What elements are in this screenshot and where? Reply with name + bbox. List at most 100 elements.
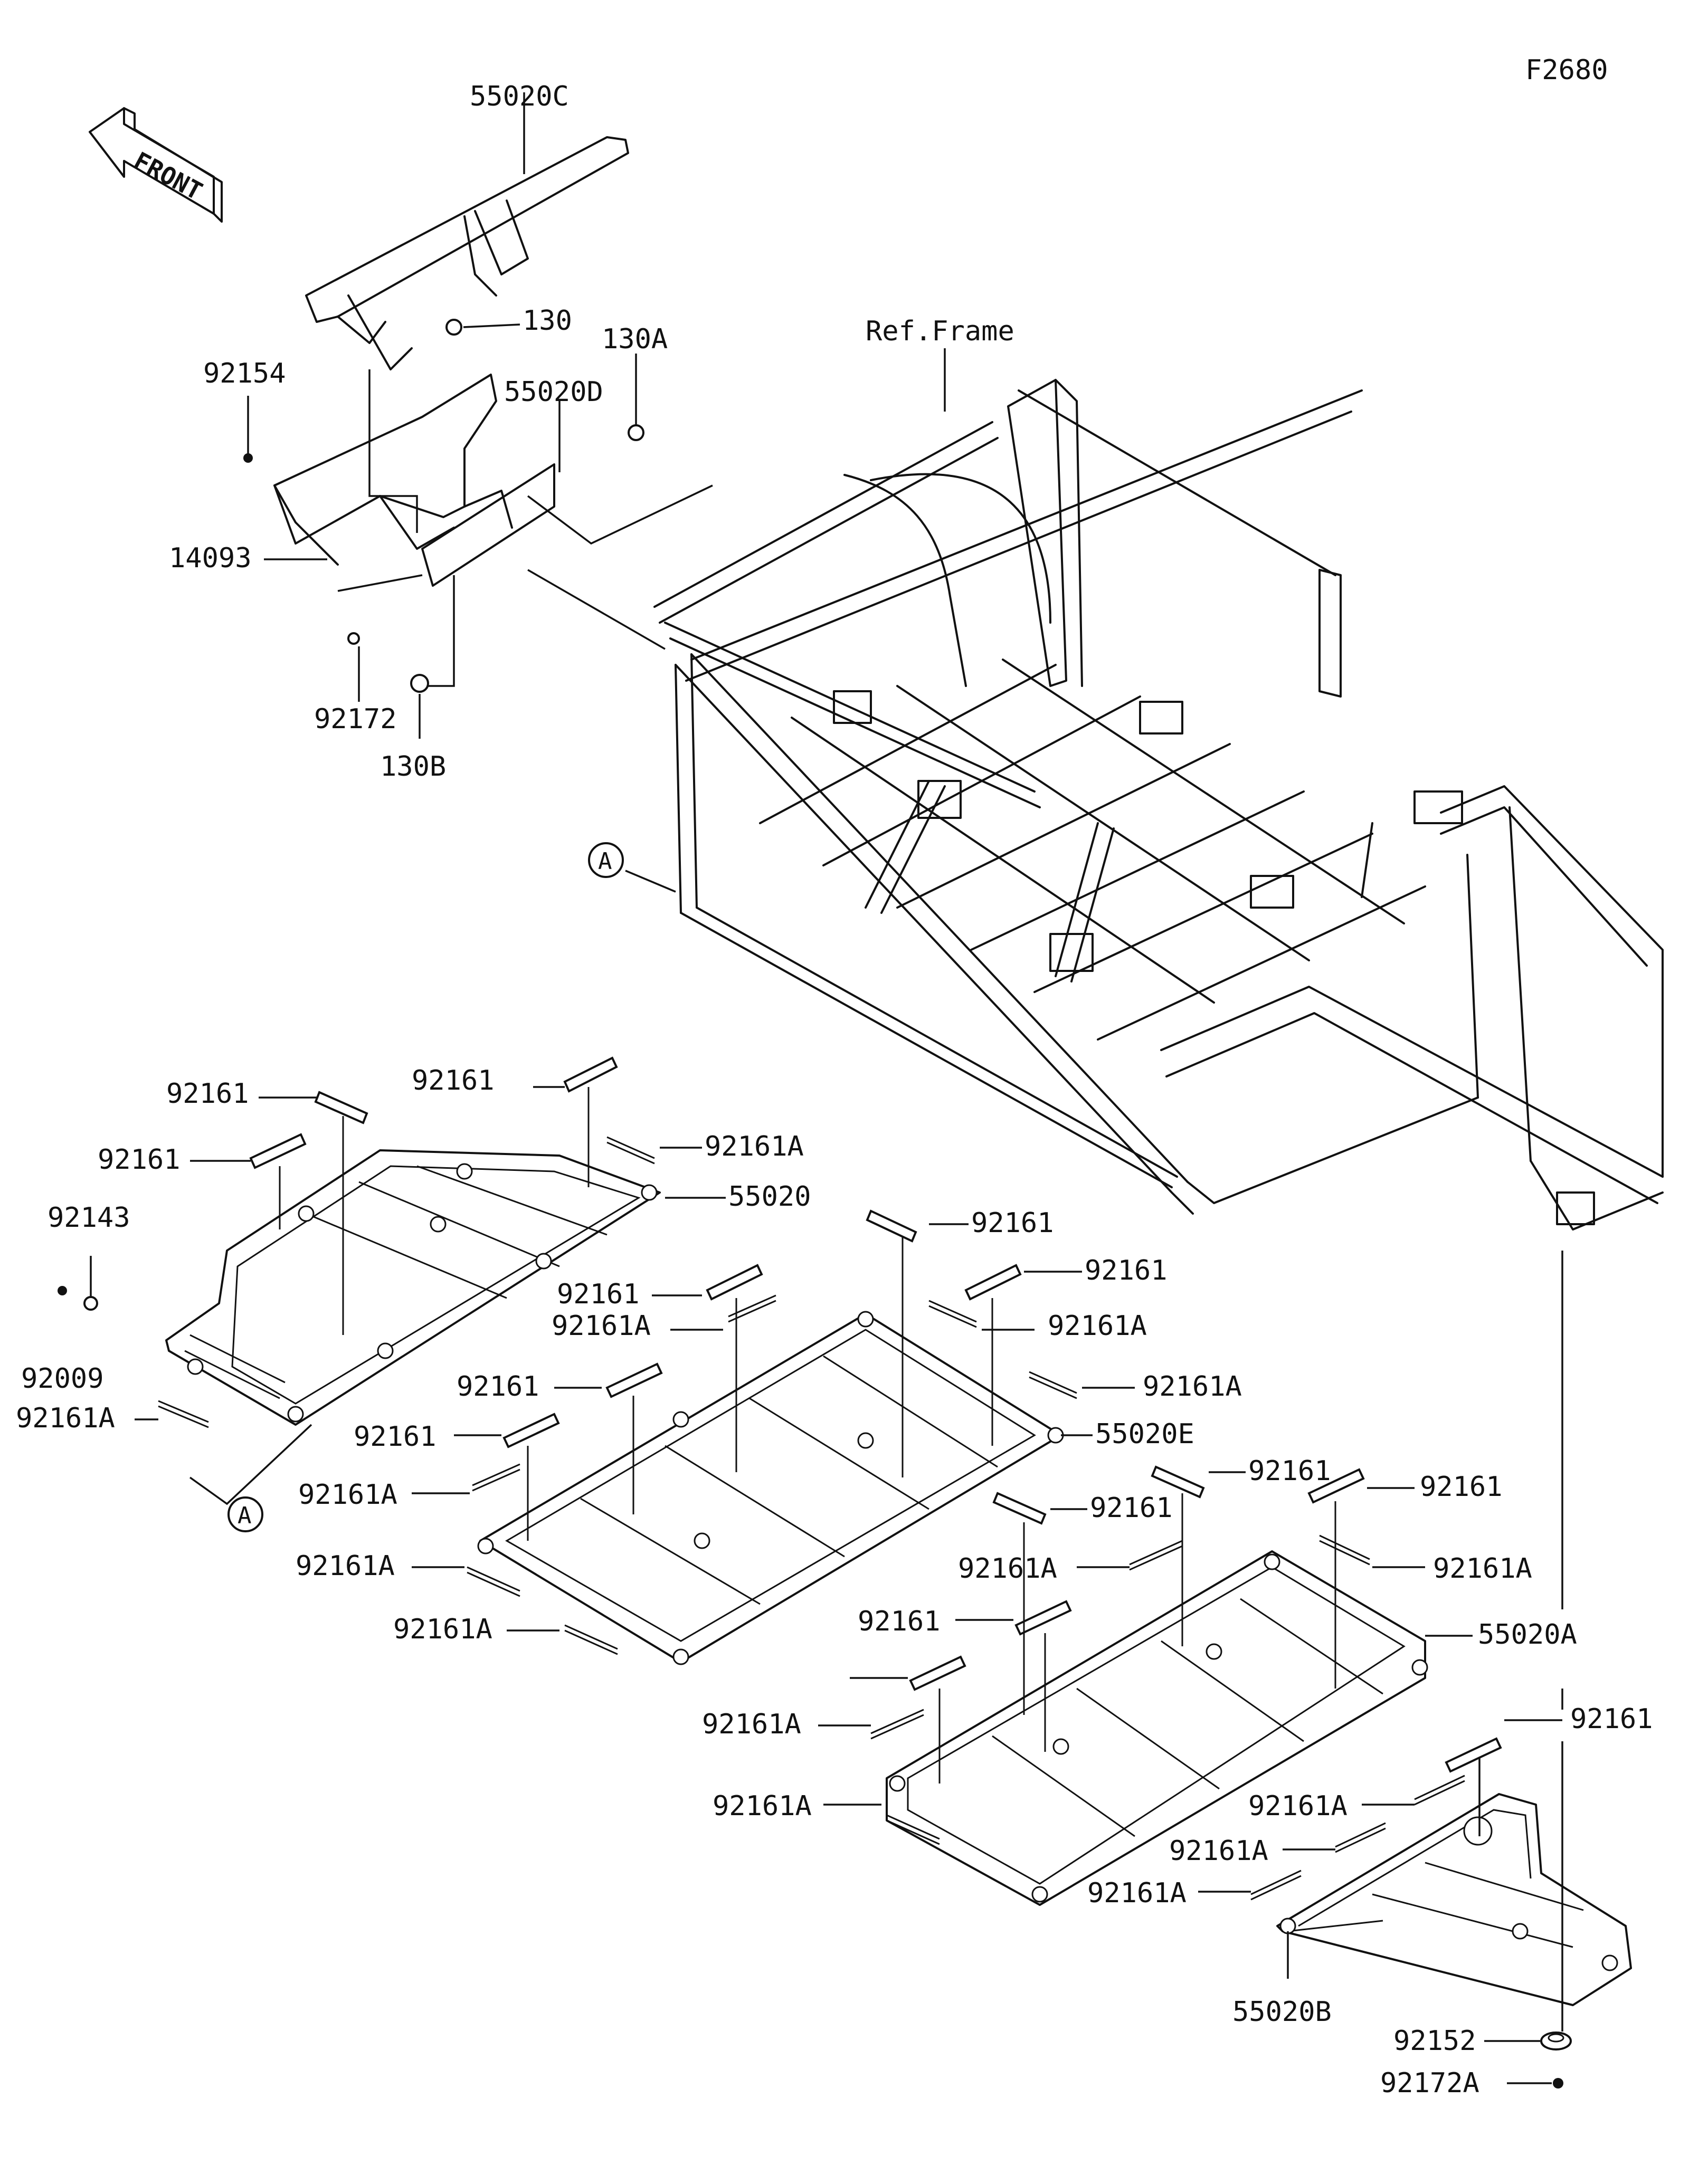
pad-92161 [992,1492,1047,1525]
label-92161a: 92161A [713,1790,812,1822]
label-92161: 92161 [354,1421,437,1453]
pad-92161a [928,1305,977,1328]
clip-92143-icon [83,1296,98,1311]
lower-leaders [90,1086,1563,2084]
label-92161: 92161 [557,1279,640,1310]
pad-92161a [1250,1870,1302,1895]
label-55020a: 55020A [1478,1619,1577,1651]
skid-plate-55020-drawing [165,1149,661,1426]
pad-92161a [158,1400,209,1423]
pad-92161a [886,1814,940,1840]
part-labels: 55020C 130 92154 130A 55020D 14093 92172… [16,81,1653,2099]
callout-a-frame: A [588,842,676,893]
label-92161: 92161 [412,1065,495,1096]
pad-92161a [564,1629,618,1655]
label-92161a: 92161A [1143,1371,1242,1403]
label-92161: 92161 [1570,1703,1653,1735]
label-92161: 92161 [457,1371,539,1403]
callout-a-skid: A [189,1424,312,1532]
label-55020: 55020 [728,1181,811,1213]
rivet-92172-icon [347,632,360,645]
label-92161a: 92161A [958,1553,1057,1585]
pad-92161a [1319,1534,1370,1560]
callout-a-skid-label: A [238,1502,252,1529]
pad-92161a [928,1300,977,1323]
pad-92161 [314,1091,368,1124]
label-92161a: 92161A [1087,1877,1187,1909]
pad-92161 [1307,1468,1365,1504]
screw-92154-icon [243,453,253,463]
pad-92161a [564,1624,618,1650]
pad-92161 [1445,1737,1502,1773]
label-92161: 92161 [1420,1471,1503,1503]
pad-92161 [563,1056,618,1093]
pad-92161a [1250,1875,1302,1901]
pad-92161a [472,1463,520,1486]
front-arrow-label: FRONT [129,146,207,206]
label-92161: 92161 [98,1144,181,1176]
pad-92161a [1029,1376,1077,1399]
pad-92161a [1414,1775,1465,1800]
pad-92161 [706,1264,763,1301]
label-130b: 130B [380,751,446,783]
label-92009: 92009 [21,1363,104,1395]
front-arrow-icon: FRONT [89,107,223,223]
label-92161a: 92161A [552,1310,651,1342]
pad-92161a [870,1714,924,1740]
figure-code: F2680 [1525,54,1608,86]
pad-92161a [606,1141,655,1165]
label-92154: 92154 [203,358,286,389]
label-92161a: 92161A [1048,1310,1147,1342]
pad-92161a [606,1136,655,1159]
label-55020b: 55020B [1232,1996,1332,2028]
rivet-92172a-icon [1553,2078,1563,2088]
pad-92161a [886,1819,940,1845]
bolt-130b-icon [410,674,429,693]
label-92161a: 92161A [1169,1835,1268,1867]
label-92161a: 92161A [393,1614,492,1645]
label-92161: 92161 [858,1606,941,1637]
label-92161a: 92161A [1248,1790,1348,1822]
vehicle-frame-drawing [653,379,1664,1231]
screw-92009-icon [58,1286,67,1295]
pad-92161a [1029,1371,1077,1394]
cover-55020c-drawing [305,136,629,370]
skid-plate-55020e-drawing [477,1311,1064,1665]
label-92161a: 92161A [296,1550,395,1582]
pad-92161a [467,1571,520,1597]
label-92172a: 92172A [1380,2067,1479,2099]
label-92152: 92152 [1393,2025,1476,2057]
grommet-92152-icon [1540,2032,1572,2051]
label-92161: 92161 [971,1207,1054,1239]
pad-92161 [866,1209,917,1243]
label-130a: 130A [602,323,668,355]
pad-92161 [249,1133,307,1169]
pad-92161a [1335,1827,1386,1853]
callout-a-frame-label: A [598,848,612,875]
label-92161: 92161 [1090,1492,1173,1524]
pad-92161a [1319,1540,1370,1566]
label-92161: 92161 [1248,1455,1331,1487]
label-92172: 92172 [314,703,397,735]
pad-92161a [158,1405,209,1428]
label-92143: 92143 [48,1202,130,1234]
label-92161a: 92161A [702,1709,801,1740]
ref-frame-label: Ref.Frame [866,316,1014,347]
top-leaders [247,92,713,739]
pad-92161a [1414,1780,1465,1806]
pad-92161 [605,1362,663,1398]
label-55020d: 55020D [504,376,603,408]
pads [158,1056,1502,1901]
bolt-130a-icon [628,424,644,441]
label-55020e: 55020E [1095,1418,1194,1450]
pad-92161a [472,1468,520,1492]
pad-92161a [1335,1822,1386,1848]
pad-92161a [467,1566,520,1592]
pad-92161 [964,1264,1022,1301]
label-92161: 92161 [166,1078,249,1110]
label-92161a: 92161A [298,1479,397,1511]
pad-92161a [1129,1545,1183,1571]
pad-92161 [909,1655,966,1691]
label-92161: 92161 [1085,1255,1168,1286]
